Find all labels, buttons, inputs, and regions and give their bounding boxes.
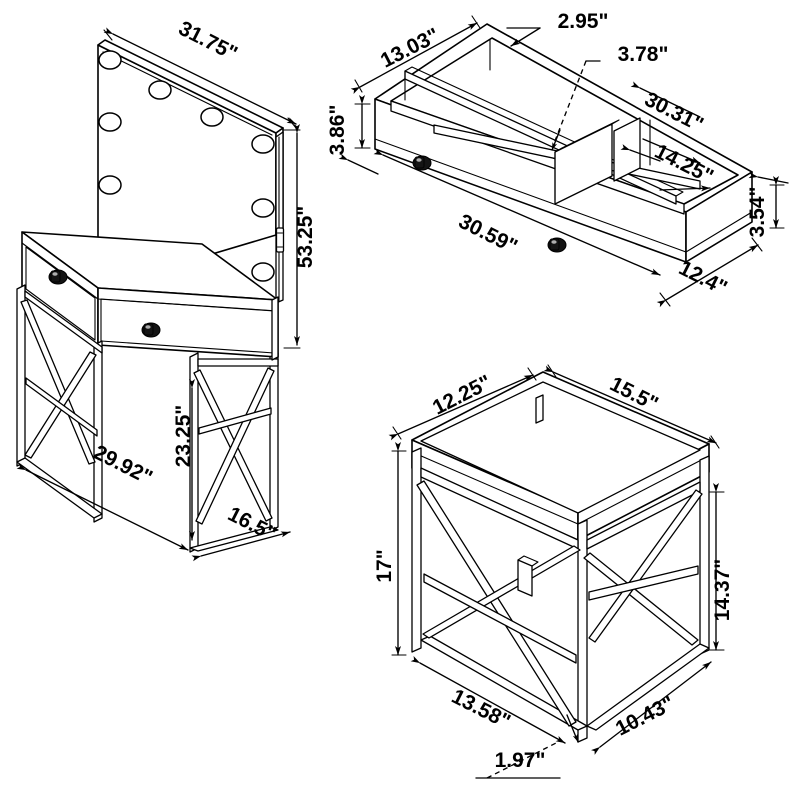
vanity-dimensions (16, 27, 301, 562)
drawer-box-knob[interactable] (547, 237, 567, 253)
side-table-legs (411, 394, 710, 743)
dim-label-10-43: 10.43" (612, 692, 678, 741)
desk-back-leg (271, 296, 279, 361)
dim-label-17: 17" (373, 549, 396, 582)
dim-label-3-86: 3.86" (326, 105, 349, 156)
drawer-knob[interactable] (48, 269, 68, 285)
drawer-knob[interactable] (141, 322, 161, 338)
drawer-box-knob[interactable] (412, 155, 432, 171)
drawer-outer-box (374, 23, 753, 263)
mirror-hinge-bracket (275, 227, 285, 253)
dim-label-3-78: 3.78" (618, 43, 669, 66)
drawer-dimensions (338, 15, 789, 308)
dim-label-31-75: 31.75" (175, 17, 241, 66)
dim-label-23-25: 23.25" (172, 405, 195, 468)
dim-label-53-25: 53.25" (294, 206, 317, 269)
side-table-dimensions (388, 364, 725, 779)
dim-label-30-59: 30.59" (455, 210, 521, 259)
dim-label-13-58: 13.58" (448, 685, 514, 734)
dim-label-14-37: 14.37" (711, 559, 734, 622)
dim-label-12-4: 12.4" (675, 256, 731, 300)
desk-drawer-front (25, 246, 275, 354)
desk-top (21, 231, 279, 358)
drawer-tray-assembly (374, 23, 753, 263)
dim-label-2-95: 2.95" (558, 10, 609, 33)
dim-label-3-54: 3.54" (746, 187, 769, 238)
dim-label-1-97: 1.97" (495, 749, 546, 772)
